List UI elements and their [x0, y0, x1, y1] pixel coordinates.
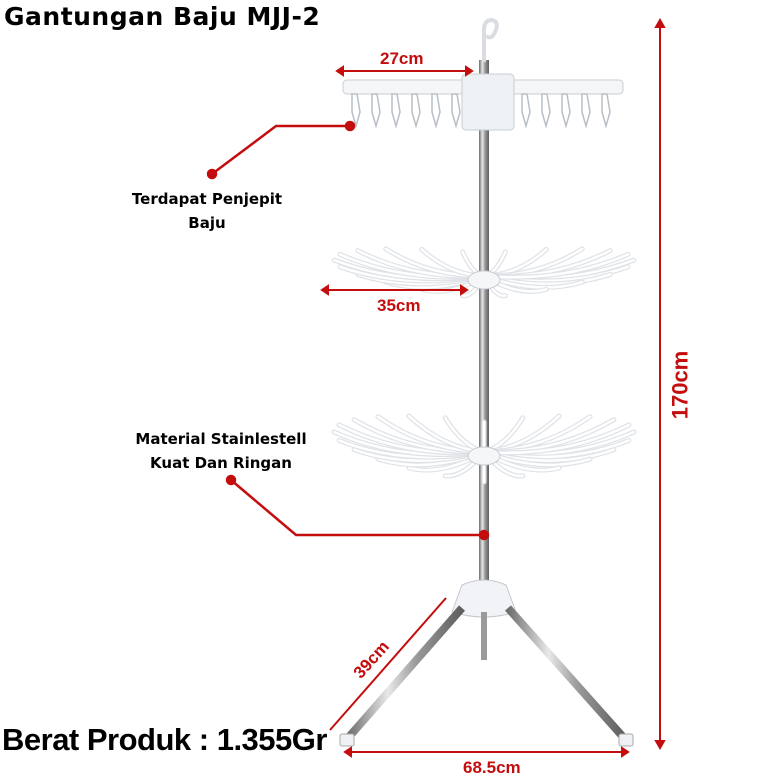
spoke-hub — [467, 446, 501, 466]
clothes-clip — [371, 93, 381, 129]
note-clips-line-1: Terdapat Penjepit — [131, 190, 283, 208]
spoke-highlight — [482, 423, 631, 455]
clothes-clip — [521, 93, 531, 129]
clothes-clip — [391, 93, 401, 129]
clothes-clip — [601, 93, 611, 129]
note-material-line-2: Kuat Dan Ringan — [150, 454, 292, 472]
dim-base-line — [343, 746, 630, 758]
product-weight: Berat Produk : 1.355Gr — [2, 722, 327, 757]
top-hook — [482, 17, 499, 62]
spoke-hub — [467, 270, 501, 290]
leg-left — [344, 605, 466, 741]
clothes-clip — [411, 93, 421, 129]
spoke-tier-upper — [331, 246, 637, 299]
callout-material-line — [225, 474, 490, 541]
callout-clips-line — [206, 120, 356, 180]
clothes-clip — [581, 93, 591, 129]
dim-height-line — [654, 17, 666, 751]
stainless-pole — [479, 60, 489, 590]
note-clips: Terdapat Penjepit Baju — [112, 187, 302, 235]
dim-height-label: 170cm — [667, 350, 693, 420]
note-clips-line-2: Baju — [188, 214, 226, 232]
clothes-clip — [431, 93, 441, 129]
dim-top-width-label: 27cm — [380, 49, 424, 68]
leg-right — [505, 605, 627, 741]
dim-middle-width-line — [320, 284, 469, 296]
dim-leg-line — [329, 597, 447, 731]
clothes-clip — [451, 93, 461, 129]
clip-rack — [342, 73, 624, 131]
clothes-clip — [541, 93, 551, 129]
spoke-highlight — [482, 253, 630, 279]
clothes-clip — [351, 93, 361, 129]
foot-left — [339, 733, 355, 747]
note-material-line-1: Material Stainlestell — [135, 430, 307, 448]
clothes-clip — [561, 93, 571, 129]
dim-top-width-line — [335, 65, 474, 77]
note-material: Material Stainlestell Kuat Dan Ringan — [116, 427, 326, 475]
dim-middle-width-label: 35cm — [377, 296, 421, 315]
foot-right — [618, 733, 634, 747]
dim-base-label: 68.5cm — [463, 758, 521, 777]
spoke-tier-lower — [331, 413, 637, 485]
product-title: Gantungan Baju MJJ-2 — [4, 2, 321, 31]
